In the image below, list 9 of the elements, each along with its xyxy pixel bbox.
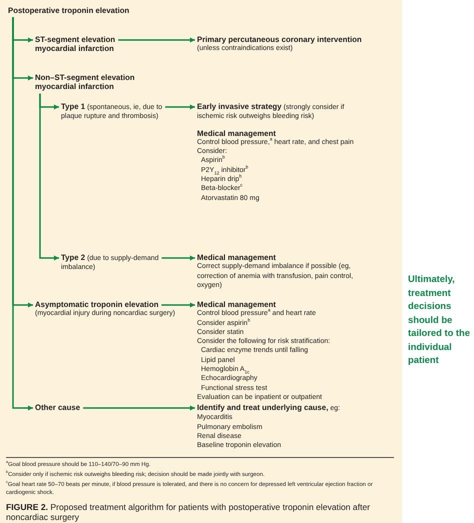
arrow [39, 94, 59, 260]
arrow [118, 38, 195, 42]
arrow [165, 104, 195, 110]
arrow [162, 256, 195, 260]
arrow [161, 302, 195, 308]
arrow [12, 17, 33, 410]
figure-caption: FIGURE 2. Proposed treatment algorithm for patients with postoperative troponin elevation after noncardiac surgery [6, 502, 371, 522]
arrow [83, 406, 195, 410]
side-note: Ultimately, treatment decisions should be tailored to the individual patient [408, 272, 471, 366]
